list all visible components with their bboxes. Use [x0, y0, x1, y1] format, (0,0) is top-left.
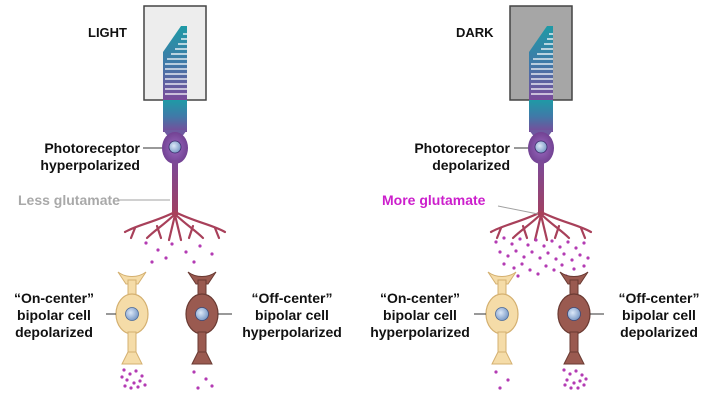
photoreceptor-light — [123, 24, 227, 242]
photoreceptor-label-line: Photoreceptor — [414, 140, 510, 156]
state-line: depolarized — [15, 324, 93, 340]
glutamate-release-light — [144, 241, 214, 264]
less-glutamate-label: Less glutamate — [18, 192, 120, 208]
glutamate-release-off-dark — [562, 368, 588, 390]
photoreceptor-label-line: Photoreceptor — [44, 140, 140, 156]
light-heading: LIGHT — [88, 25, 127, 40]
bipolar-cell-line: bipolar cell — [17, 307, 91, 323]
off-bipolar-light-label: “Off-center” bipolar cell hyperpolarized — [230, 290, 354, 341]
state-line: hyperpolarized — [242, 324, 342, 340]
off-bipolar-dark-label: “Off-center” bipolar cell depolarized — [604, 290, 714, 341]
photoreceptor-state-line: hyperpolarized — [40, 157, 140, 173]
glutamate-release-on-light — [120, 368, 147, 390]
dark-heading: DARK — [456, 25, 494, 40]
state-line: depolarized — [620, 324, 698, 340]
off-center-line: “Off-center” — [251, 290, 333, 306]
on-center-line: “On-center” — [13, 290, 95, 306]
photoreceptor-state-line: depolarized — [432, 157, 510, 173]
on-bipolar-light-label: “On-center” bipolar cell depolarized — [2, 290, 106, 341]
off-center-line: “Off-center” — [618, 290, 700, 306]
glutamate-release-dark — [494, 236, 590, 278]
on-bipolar-cell-light — [115, 271, 149, 365]
bipolar-cell-line: bipolar cell — [255, 307, 329, 323]
photoreceptor-dark-label: Photoreceptor depolarized — [384, 140, 510, 174]
on-bipolar-cell-dark — [485, 271, 519, 365]
more-glutamate-label: More glutamate — [382, 192, 486, 208]
on-center-line: “On-center” — [379, 290, 461, 306]
leader-line — [497, 205, 539, 215]
glutamate-release-off-light — [192, 370, 214, 390]
bipolar-cell-line: bipolar cell — [622, 307, 696, 323]
off-bipolar-cell-light — [185, 271, 219, 365]
photoreceptor-light-label: Photoreceptor hyperpolarized — [14, 140, 140, 174]
glutamate-release-on-dark — [494, 370, 510, 390]
off-bipolar-cell-dark — [557, 271, 591, 365]
state-line: hyperpolarized — [370, 324, 470, 340]
bipolar-cell-line: bipolar cell — [383, 307, 457, 323]
on-bipolar-dark-label: “On-center” bipolar cell hyperpolarized — [364, 290, 476, 341]
